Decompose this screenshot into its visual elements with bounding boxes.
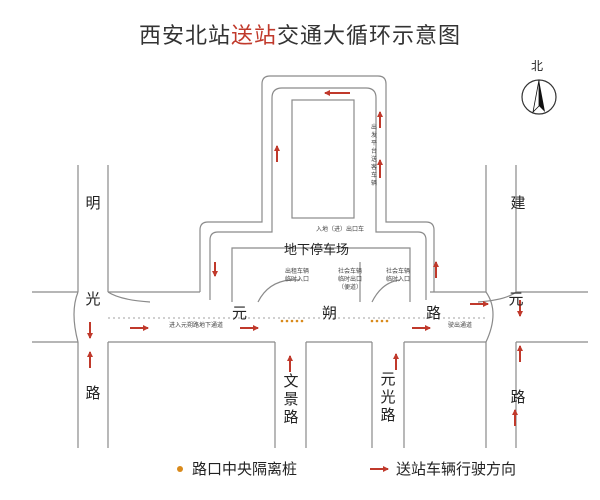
compass [521,79,557,115]
legend-direction-label: 送站车辆行驶方向 [396,460,517,478]
turn-lane-right [477,291,517,343]
mingguang-road-label-bot: 路 [85,384,101,402]
title-highlight: 送站 [230,24,277,49]
wenjing-road-label: 文 景 路 [283,372,299,426]
jianyuan-road-label-mid: 元 [508,290,524,308]
parking-outline [231,247,411,302]
yuanguang-road-edges [371,342,405,448]
title-suffix: 交通大循环示意图 [277,24,462,49]
mingguang-road-label-mid: 光 [85,290,101,308]
mingguang-road-label-top: 明 [85,194,101,212]
wenjing-road-edges [274,342,307,448]
yuanshuo-road-label-1: 元 [232,304,248,322]
compass-north-label: 北 [531,59,544,73]
jianyuan-road-label-top: 建 [510,194,526,212]
parking-label: 地下停车场 [284,243,350,258]
station-loop-outer [199,75,435,292]
legend-divider-dot-icon [177,466,183,472]
divider-pile [280,319,284,323]
divider-pile [285,319,289,323]
station-building [291,99,355,219]
central-dividers [280,319,389,323]
divider-pile [380,319,384,323]
exit-lane-note: 驶出通道 [447,322,472,329]
map-title: 西安北站送站交通大循环示意图 [0,18,600,50]
parking-ramp-left [257,279,300,303]
divider-pile [300,319,304,323]
south-lane-note: 入地（进）出口车 [315,226,364,233]
taxi-entry-label: 出租车辆 临时入口 [284,268,309,283]
jianyuan-road-label-bot: 路 [510,388,526,406]
parking-ramp-right [371,279,401,303]
social-exit-label: 社会车辆 临时出口 （便道） [337,268,362,291]
east-lane-note: 出发 平台 送 客车 辆 [370,124,377,187]
title-prefix: 西安北站 [138,24,231,49]
legend-divider-label: 路口中央隔离桩 [192,460,298,478]
divider-pile [290,319,294,323]
station-loop-lane [209,87,427,300]
yuanshuo-road-label-3: 路 [426,304,442,322]
turn-lane-left [73,291,151,343]
tunnel-entry-note: 进入元朔路地下通道 [168,322,223,329]
direction-arrows [87,90,523,426]
legend-divider: 路口中央隔离桩 [192,458,297,479]
divider-pile [375,319,379,323]
divider-pile [295,319,299,323]
social-entry-label: 社会车辆 临时入口 [385,268,410,283]
road-network [32,75,588,448]
yuanguang-road-label: 元 光 路 [380,370,396,424]
legend-direction: 送站车辆行驶方向 [396,458,516,479]
divider-pile [385,319,389,323]
divider-pile [370,319,374,323]
yuanshuo-road-label-2: 朔 [322,304,338,322]
